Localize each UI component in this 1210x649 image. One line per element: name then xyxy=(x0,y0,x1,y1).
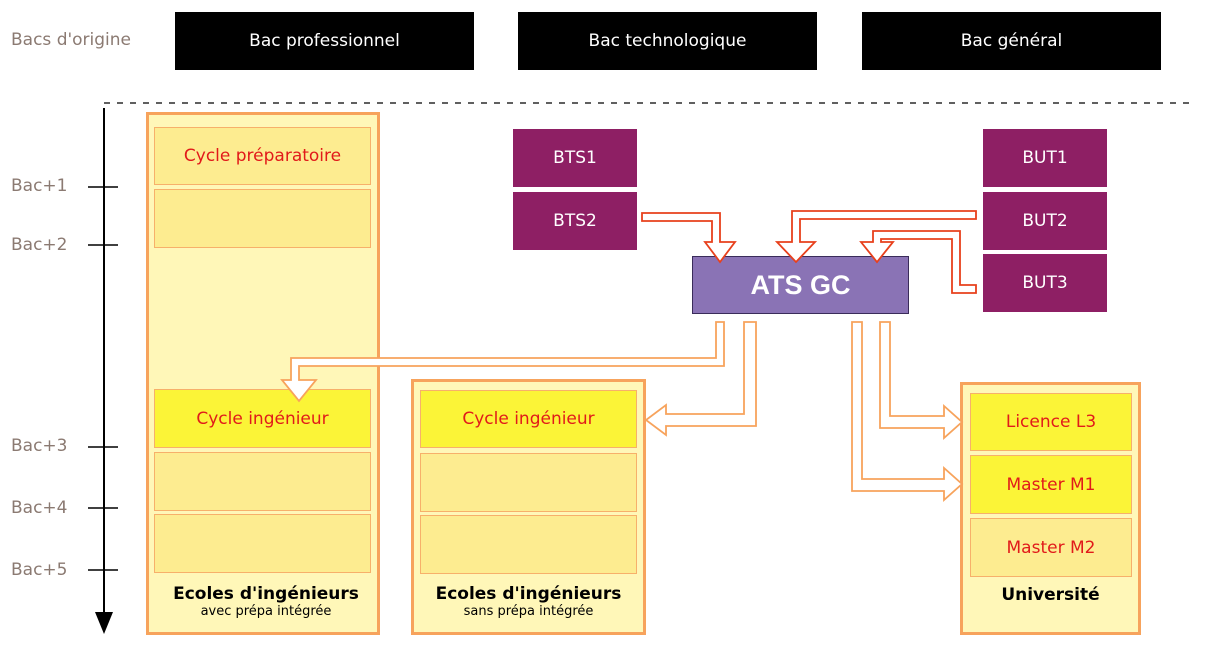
ecoles-avec-prepa-subtitle: avec prépa intégrée xyxy=(200,604,332,619)
arrow-bts2-to-ats xyxy=(641,212,737,264)
level-ticks xyxy=(88,186,118,571)
arrow-ats-to-licence-l3 xyxy=(879,321,964,441)
cycle-ingenieur-2-label: Cycle ingénieur xyxy=(462,409,595,429)
level-bac4: Bac+4 xyxy=(11,498,68,518)
cycle-preparatoire-year2-cell xyxy=(154,189,371,248)
ats-gc-box: ATS GC xyxy=(692,256,909,314)
cycle-ingenieur-2-cell: Cycle ingénieur xyxy=(420,390,637,448)
bts2-box: BTS2 xyxy=(513,192,637,250)
arrow-ats-to-ecoles-avec-prepa xyxy=(280,321,725,403)
level-bac1: Bac+1 xyxy=(11,176,68,196)
bts1-box: BTS1 xyxy=(513,129,637,187)
cycle-ingenieur-label: Cycle ingénieur xyxy=(196,408,329,429)
arrows-out-of-ats xyxy=(280,321,964,503)
arrow-ats-to-ecoles-sans-prepa xyxy=(644,321,757,437)
arrow-ats-to-master-m1 xyxy=(851,321,964,503)
arrow-but2-to-ats xyxy=(774,210,977,264)
universite-caption: Université xyxy=(960,585,1141,605)
cycle-preparatoire-cell: Cycle préparatoire xyxy=(154,127,371,185)
but3-box: BUT3 xyxy=(983,254,1107,312)
master-m2-cell: Master M2 xyxy=(970,518,1132,577)
cycle-ingenieur-cell: Cycle ingénieur xyxy=(154,389,371,448)
ecoles-sans-prepa-title: Ecoles d'ingénieurs xyxy=(435,584,622,604)
cycle-ingenieur-year3-cell xyxy=(154,514,371,573)
but1-box: BUT1 xyxy=(983,129,1107,187)
cycle-ingenieur-2-year3-cell xyxy=(420,515,637,574)
ecoles-avec-prepa-title: Ecoles d'ingénieurs xyxy=(173,584,359,604)
cycle-ingenieur-year2-cell xyxy=(154,452,371,511)
cycle-preparatoire-label: Cycle préparatoire xyxy=(183,146,342,166)
arrow-but3-to-ats xyxy=(859,230,977,294)
ecoles-sans-prepa-caption: Ecoles d'ingénieurs sans prépa intégrée xyxy=(411,584,646,619)
arrows-into-ats xyxy=(641,210,977,294)
licence-l3-label: Licence L3 xyxy=(1005,412,1097,432)
ecoles-sans-prepa-subtitle: sans prépa intégrée xyxy=(463,604,594,619)
master-m2-label: Master M2 xyxy=(1006,537,1096,558)
master-m1-label: Master M1 xyxy=(1006,474,1096,495)
bac-pro-box: Bac professionnel xyxy=(175,12,474,70)
level-bac3: Bac+3 xyxy=(11,436,68,456)
bac-general-box: Bac général xyxy=(862,12,1161,70)
origin-label: Bacs d'origine xyxy=(11,30,132,50)
level-axis-arrowhead xyxy=(95,612,113,634)
licence-l3-cell: Licence L3 xyxy=(970,393,1132,451)
cycle-ingenieur-2-year2-cell xyxy=(420,453,637,512)
level-bac5: Bac+5 xyxy=(11,560,68,580)
bac-techno-box: Bac technologique xyxy=(518,12,817,70)
master-m1-cell: Master M1 xyxy=(970,455,1132,514)
but2-box: BUT2 xyxy=(983,192,1107,250)
universite-title: Université xyxy=(1001,585,1100,605)
level-bac2: Bac+2 xyxy=(11,235,68,255)
ecoles-avec-prepa-caption: Ecoles d'ingénieurs avec prépa intégrée xyxy=(146,584,386,619)
